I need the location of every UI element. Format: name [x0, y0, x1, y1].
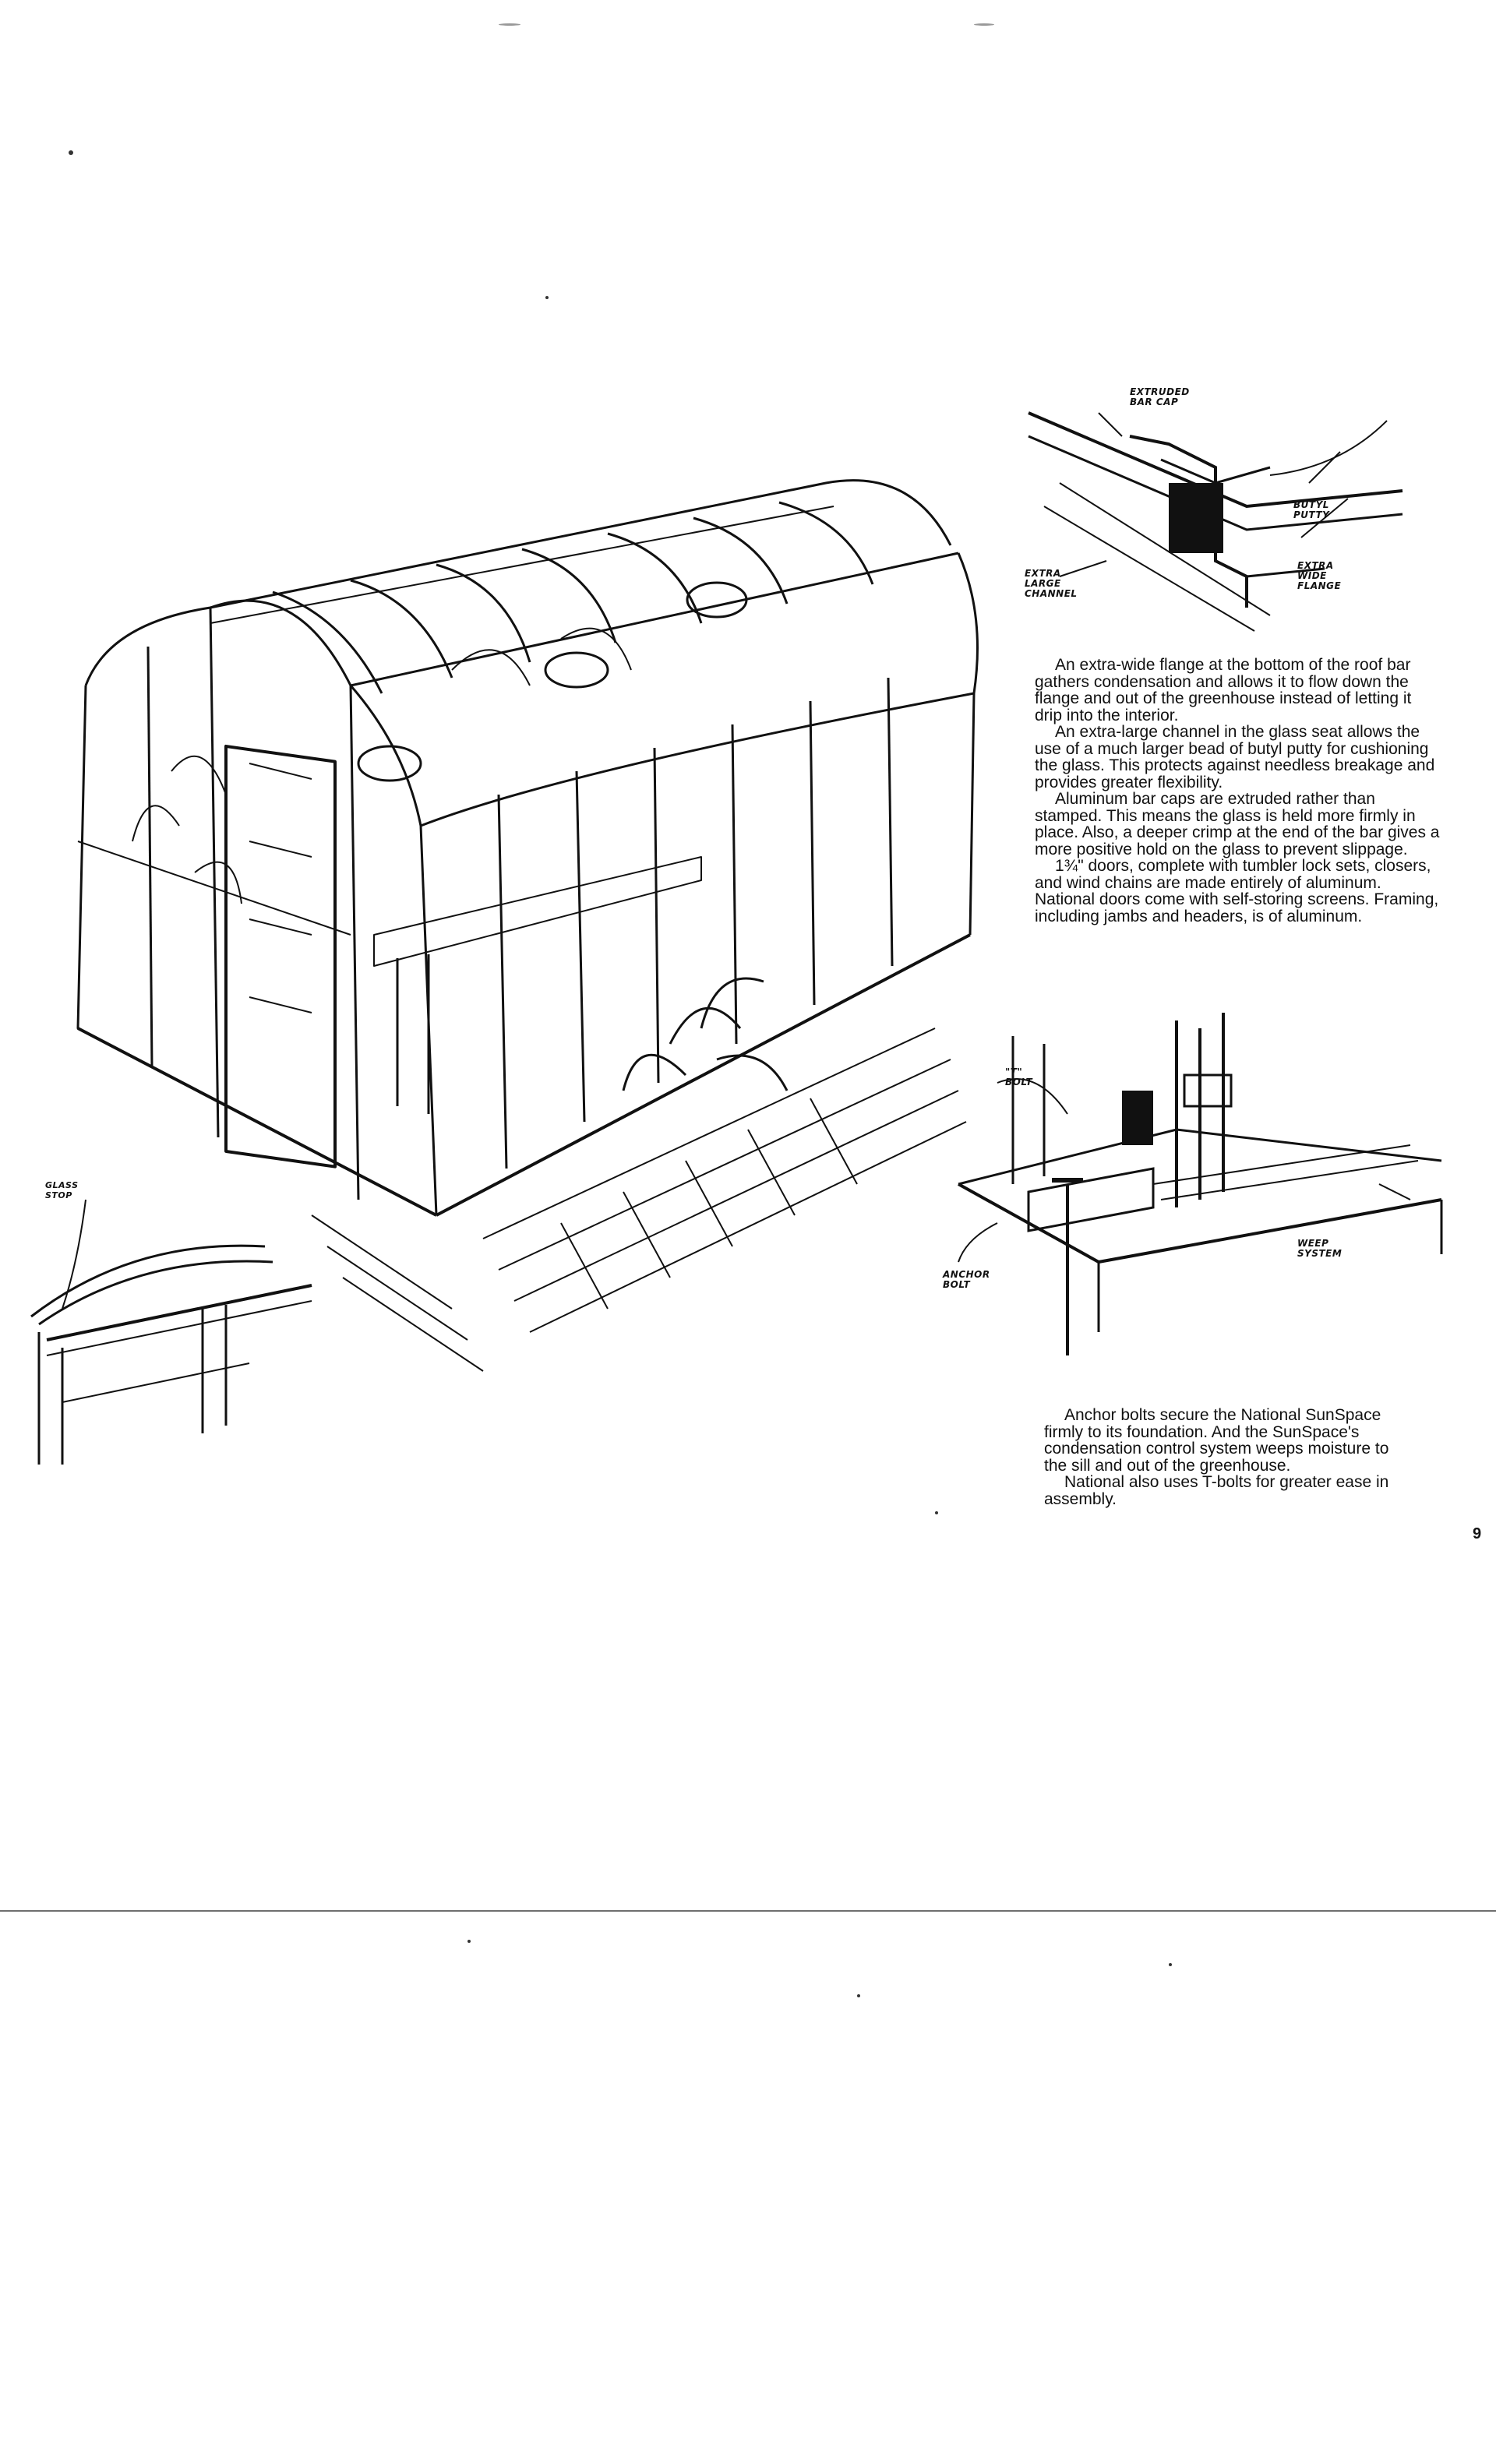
- scan-speck: [69, 150, 73, 155]
- extra-large-channel-callout: EXTRA LARGE CHANNEL: [1025, 568, 1078, 599]
- greenhouse-illustration: [16, 436, 982, 1527]
- scan-speck: [857, 1994, 860, 1997]
- features-text-upper: An extra-wide flange at the bottom of th…: [1035, 657, 1440, 925]
- paragraph-anchor-bolts: Anchor bolts secure the National SunSpac…: [1044, 1406, 1389, 1475]
- paragraph-flange: An extra-wide flange at the bottom of th…: [1035, 656, 1412, 724]
- weep-system-callout: WEEP SYSTEM: [1297, 1238, 1343, 1259]
- page-divider: [0, 1910, 1496, 1912]
- scan-speck: [1169, 1963, 1172, 1966]
- page-number: 9: [1473, 1525, 1482, 1542]
- glass-stop-callout: GLASS STOP: [45, 1180, 79, 1200]
- butyl-putty-callout: BUTYL PUTTY: [1293, 499, 1330, 520]
- paragraph-bar-caps: Aluminum bar caps are extruded rather th…: [1035, 790, 1440, 858]
- features-text-lower: Anchor bolts secure the National SunSpac…: [1044, 1407, 1402, 1507]
- t-bolt-callout: "T" BOLT: [1005, 1066, 1033, 1087]
- scan-speck: [935, 1511, 938, 1514]
- anchor-bolt-detail: [943, 1005, 1457, 1363]
- paragraph-channel: An extra-large channel in the glass seat…: [1035, 723, 1435, 791]
- scan-speck: [468, 1940, 471, 1943]
- scan-speck: [974, 23, 994, 26]
- extruded-bar-cap-callout: EXTRUDED BAR CAP: [1130, 386, 1190, 407]
- bar-cap-detail: [1013, 382, 1418, 647]
- glass-stop-detail: [16, 1169, 343, 1465]
- paragraph-doors: 1¾" doors, complete with tumbler lock se…: [1035, 857, 1439, 925]
- scan-speck: [499, 23, 520, 26]
- scan-speck: [545, 296, 549, 299]
- paragraph-t-bolts: National also uses T-bolts for greater e…: [1044, 1473, 1389, 1508]
- extra-wide-flange-callout: EXTRA WIDE FLANGE: [1297, 560, 1342, 591]
- anchor-bolt-callout: ANCHOR BOLT: [943, 1269, 990, 1290]
